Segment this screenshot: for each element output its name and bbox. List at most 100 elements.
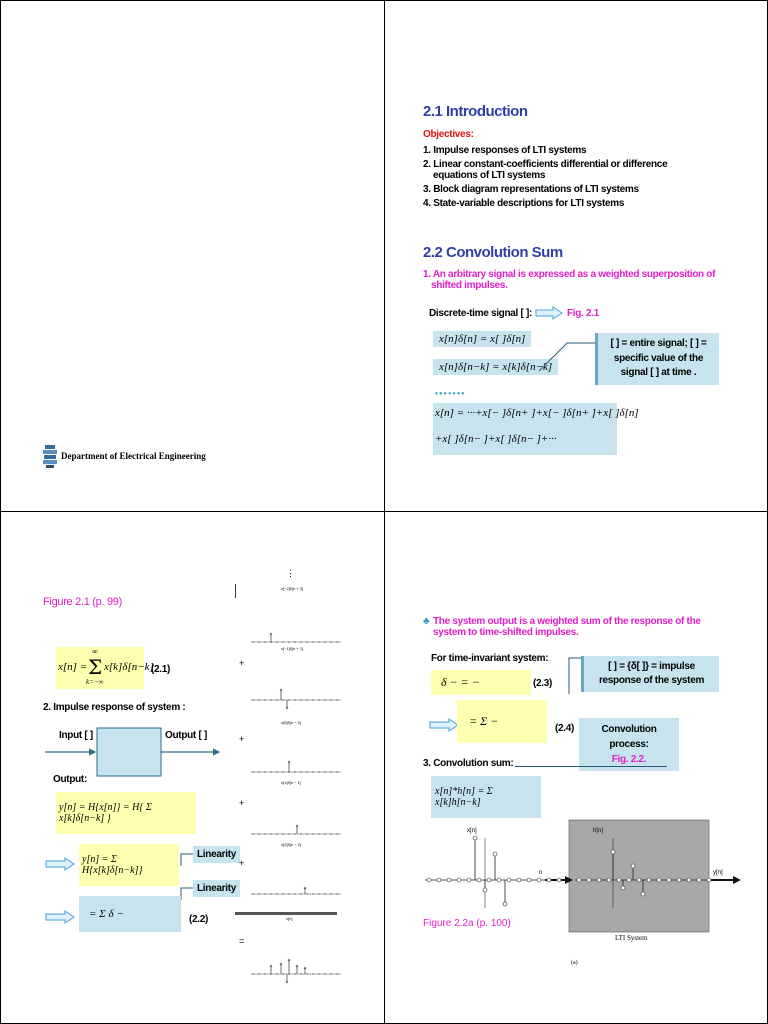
convolution-process-box: Convolution process: Fig. 2.2. <box>579 718 679 771</box>
x-n-axis-label: x[n] <box>467 828 477 834</box>
stem-point <box>329 893 332 896</box>
stem-point <box>323 833 326 836</box>
fig-2-1-link[interactable]: Fig. 2.1 <box>567 308 600 319</box>
x-sample-point <box>436 877 442 883</box>
stem-point <box>252 698 255 701</box>
stem-point <box>264 640 267 643</box>
x-sample-point <box>446 877 452 883</box>
stem-point <box>311 893 314 896</box>
stem-point <box>323 770 326 773</box>
eq-2-2-number: (2.2) <box>189 914 209 925</box>
stem-point <box>270 833 273 836</box>
stem-point <box>258 640 261 643</box>
arrow-right-icon <box>45 910 75 929</box>
h-stem-head <box>620 885 626 891</box>
stem-point <box>299 698 302 701</box>
stem-point <box>264 770 267 773</box>
h-sample-point <box>686 877 692 883</box>
objective-item: 3. Block diagram representations of LTI … <box>423 184 639 195</box>
stem-point <box>258 770 261 773</box>
equation-expansion-line2: +x[ ]δ[n− ]+x[ ]δ[n− ]+··· <box>435 433 557 445</box>
stem-point <box>311 973 314 976</box>
equation-y-sum-final: = Σ δ − <box>79 896 181 932</box>
stem-point <box>317 833 320 836</box>
h-sample-point <box>586 877 592 883</box>
stem-point <box>270 698 273 701</box>
stem-point <box>276 770 279 773</box>
slide-1: Department of Electrical Engineering <box>0 0 385 512</box>
stem-point <box>264 893 267 896</box>
stem-point <box>299 833 302 836</box>
stem-point <box>276 893 279 896</box>
stem-head <box>285 980 289 984</box>
h-sample-point <box>696 877 702 883</box>
plus-operator: + <box>239 734 245 744</box>
output-heading: Output: <box>53 774 87 785</box>
stem-point <box>264 833 267 836</box>
stem-point <box>311 640 314 643</box>
stem-head <box>295 824 299 828</box>
stem-point <box>282 893 285 896</box>
input-arrow-head <box>565 876 573 884</box>
discrete-time-signal-label: Discrete-time signal [ ]: <box>429 308 533 319</box>
system-block-diagram <box>43 722 223 783</box>
x-sample-point <box>516 877 522 883</box>
convolution-figure <box>415 818 745 978</box>
x-sample-point <box>426 877 432 883</box>
eq-2-1-number: (2.1) <box>151 664 171 675</box>
convolution-process-label: Convolution process: <box>601 724 657 750</box>
stem-point <box>294 640 297 643</box>
plot-label: x[2]δ[n − 2] <box>281 842 301 847</box>
x-sample-point <box>456 877 462 883</box>
equation-convolution-sum: x[n]*h[n] = Σ x[k]h[n−k] <box>431 776 541 818</box>
h-sample-point <box>636 877 642 883</box>
stem-point <box>258 833 261 836</box>
x-sample-point <box>466 877 472 883</box>
stem-head <box>303 966 307 970</box>
stem-point <box>335 698 338 701</box>
arrow-right-icon <box>45 857 75 876</box>
x-stem-head <box>482 887 488 893</box>
stem-point <box>329 973 332 976</box>
section-title-introduction: 2.1 Introduction <box>423 103 528 120</box>
stem-point <box>323 698 326 701</box>
x-sample-point <box>556 877 562 883</box>
stem-point <box>294 833 297 836</box>
stem-point <box>282 833 285 836</box>
plus-operator: + <box>239 858 245 868</box>
fig-2-2-link[interactable]: Fig. 2.2. <box>611 754 647 765</box>
stem-point <box>311 833 314 836</box>
objective-item: 1. Impulse responses of LTI systems <box>423 145 587 156</box>
h-sample-point <box>606 877 612 883</box>
stem-point <box>252 893 255 896</box>
stem-point <box>329 833 332 836</box>
department-logo-icon <box>41 443 59 469</box>
plot-label: x[n] <box>286 916 293 921</box>
stem-head <box>269 964 273 968</box>
slide-3: Figure 2.1 (p. 99) x[n] = ∞ Σ k=−∞ x[k]δ… <box>0 511 385 1024</box>
stem-point <box>270 770 273 773</box>
linearity-connector <box>177 850 197 915</box>
x-stem-head <box>492 851 498 857</box>
convolution-sum-label: 3. Convolution sum: <box>423 758 514 769</box>
time-invariant-label: For time-invariant system: <box>431 653 549 664</box>
x-sample-point <box>546 877 552 883</box>
stem-head <box>279 962 283 966</box>
connector-line <box>537 339 599 378</box>
equation-x-delta-n: x[n]δ[n] = x[ ]δ[n] <box>433 331 532 347</box>
stem-point <box>288 833 291 836</box>
subfigure-a-label: (a) <box>571 960 578 966</box>
h-sample-point <box>596 877 602 883</box>
stem-point <box>323 973 326 976</box>
h-sample-point <box>656 877 662 883</box>
eq21-lhs: x[n] = <box>58 661 88 673</box>
h-stem-head <box>640 891 646 897</box>
stem-point <box>294 770 297 773</box>
eq-2-4-number: (2.4) <box>555 723 575 734</box>
equation-x-delta-n-k: x[n]δ[n−k] = x[k]δ[n−k] <box>433 359 559 375</box>
stem-point <box>299 640 302 643</box>
stem-point <box>282 640 285 643</box>
plot-label: x[−2]δ[n + 2] <box>281 586 304 591</box>
stem-point <box>317 640 320 643</box>
impulse-stem-plots <box>231 572 351 992</box>
